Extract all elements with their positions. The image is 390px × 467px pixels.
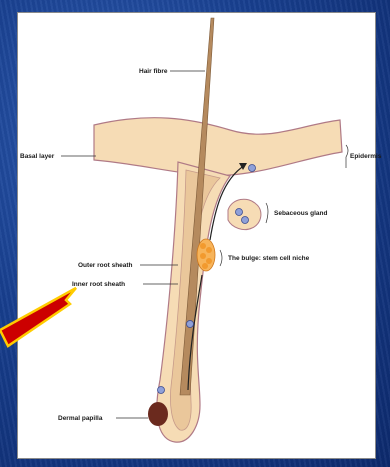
label-inner-root-sheath: Inner root sheath	[72, 281, 125, 288]
label-epidermis: Epidermis	[350, 153, 382, 160]
sebaceous-gland	[228, 199, 261, 229]
label-bulge: The bulge: stem cell niche	[228, 255, 310, 262]
label-outer-root-sheath: Outer root sheath	[78, 262, 133, 269]
dermal-papilla	[148, 402, 168, 426]
label-dermal-papilla: Dermal papilla	[58, 415, 103, 422]
label-basal-layer: Basal layer	[20, 153, 55, 160]
epidermis-band	[94, 118, 342, 176]
label-sebaceous-gland: Sebaceous gland	[274, 210, 327, 217]
red-pointer-arrow	[0, 288, 76, 346]
stem-cell-bulge	[197, 239, 215, 271]
label-hair-fibre: Hair fibre	[139, 68, 168, 75]
